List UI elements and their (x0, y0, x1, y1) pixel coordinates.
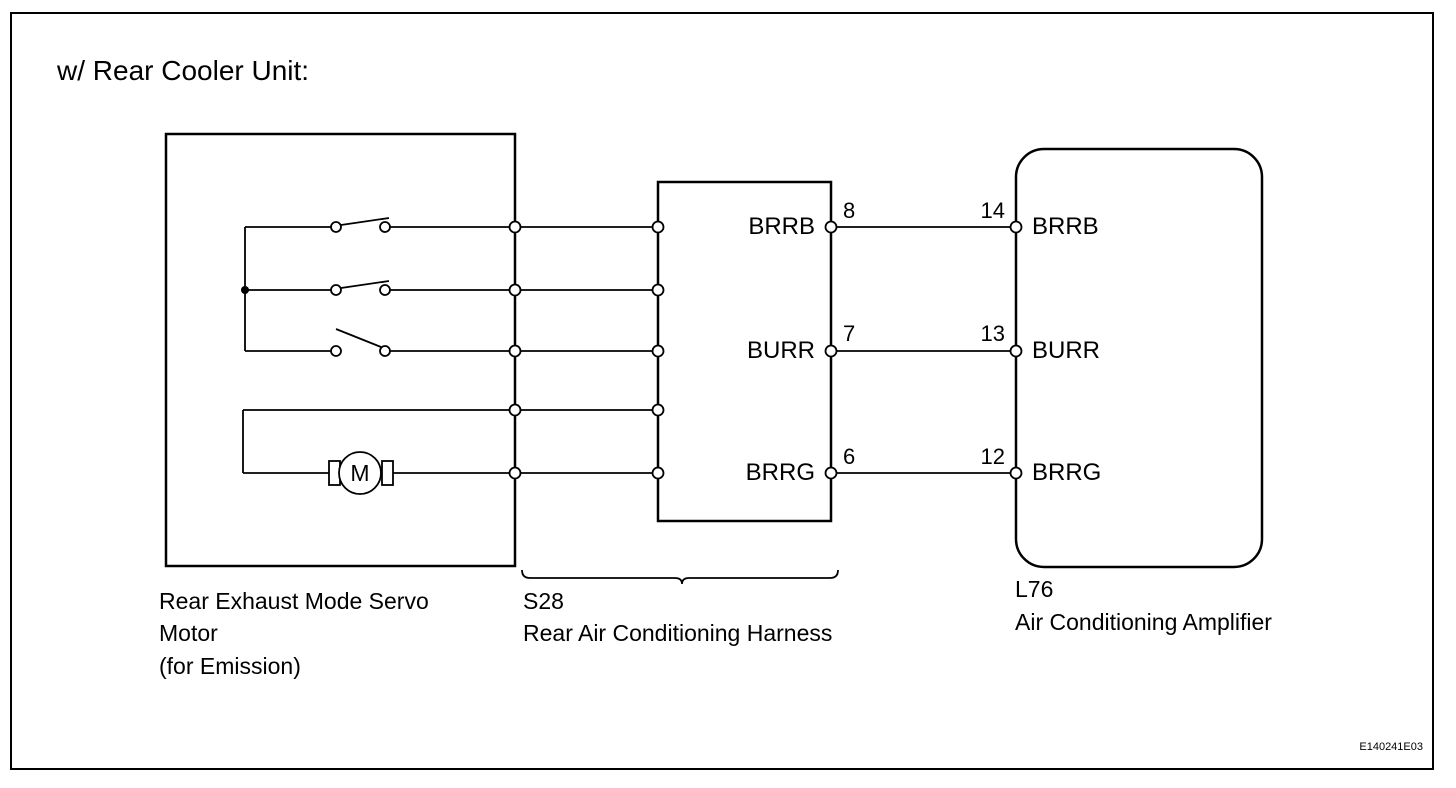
servo-caption-line: (for Emission) (159, 653, 301, 679)
harness-pin-number: 8 (843, 198, 855, 223)
servo-internal-wiring (242, 226, 515, 474)
amplifier-pin-number: 12 (981, 444, 1005, 469)
harness-brace (521, 569, 839, 585)
amplifier-box (1014, 147, 1264, 569)
harness-code: S28 (523, 588, 564, 614)
servo-to-harness-wires (521, 226, 652, 474)
harness-signal-burr: BURR (747, 337, 815, 364)
amplifier-signal-brrg: BRRG (1032, 459, 1101, 486)
amplifier-signal-brrb: BRRB (1032, 213, 1099, 240)
switch-2 (330, 280, 391, 296)
switch-1 (330, 217, 391, 233)
junction-dot (241, 286, 249, 294)
harness-caption: S28 Rear Air Conditioning Harness (523, 588, 832, 646)
amplifier-pins (1009, 220, 1023, 480)
harness-to-amplifier-wires (837, 226, 1010, 474)
servo-caption: Rear Exhaust Mode Servo Motor (for Emiss… (159, 588, 429, 679)
diagram-title: w/ Rear Cooler Unit: (56, 55, 309, 86)
reference-code: E140241E03 (1359, 741, 1423, 753)
amplifier-name: Air Conditioning Amplifier (1015, 609, 1272, 635)
amplifier-signal-burr: BURR (1032, 337, 1100, 364)
amplifier-pin-number: 13 (981, 321, 1005, 346)
servo-caption-line: Motor (159, 620, 218, 646)
servo-connector-pins (508, 220, 522, 480)
harness-signal-brrg: BRRG (746, 459, 815, 486)
harness-name: Rear Air Conditioning Harness (523, 620, 832, 646)
harness-pin-number: 6 (843, 444, 855, 469)
amplifier-caption: L76 Air Conditioning Amplifier (1015, 576, 1272, 635)
motor-symbol: M (328, 451, 394, 495)
harness-output-pins (824, 220, 838, 480)
servo-caption-line: Rear Exhaust Mode Servo (159, 588, 429, 614)
amplifier-pin-number: 14 (981, 198, 1005, 223)
switch-3 (330, 328, 391, 357)
amplifier-code: L76 (1015, 576, 1053, 602)
harness-pin-number: 7 (843, 321, 855, 346)
harness-input-pins (651, 220, 665, 480)
harness-signal-brrb: BRRB (748, 213, 815, 240)
motor-label: M (350, 460, 369, 486)
diagram-frame (10, 12, 1434, 770)
